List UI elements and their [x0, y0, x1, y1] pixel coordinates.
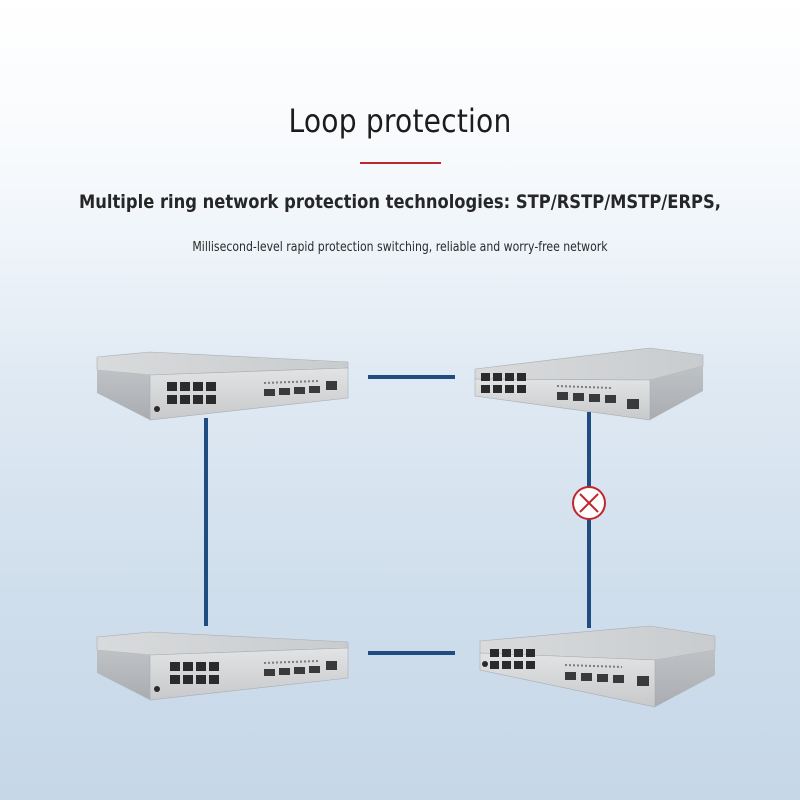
title-underline [360, 162, 441, 164]
subline-text: Millisecond-level rapid protection switc… [192, 240, 608, 255]
page-title: Loop protection [288, 102, 512, 140]
switch-bottom-left [96, 631, 349, 701]
x-circle-icon [572, 486, 606, 520]
switch-top-left [96, 351, 349, 421]
switch-top-right [474, 347, 704, 421]
headline-text: Multiple ring network protection technol… [79, 191, 721, 213]
switch-bottom-right [479, 625, 716, 708]
